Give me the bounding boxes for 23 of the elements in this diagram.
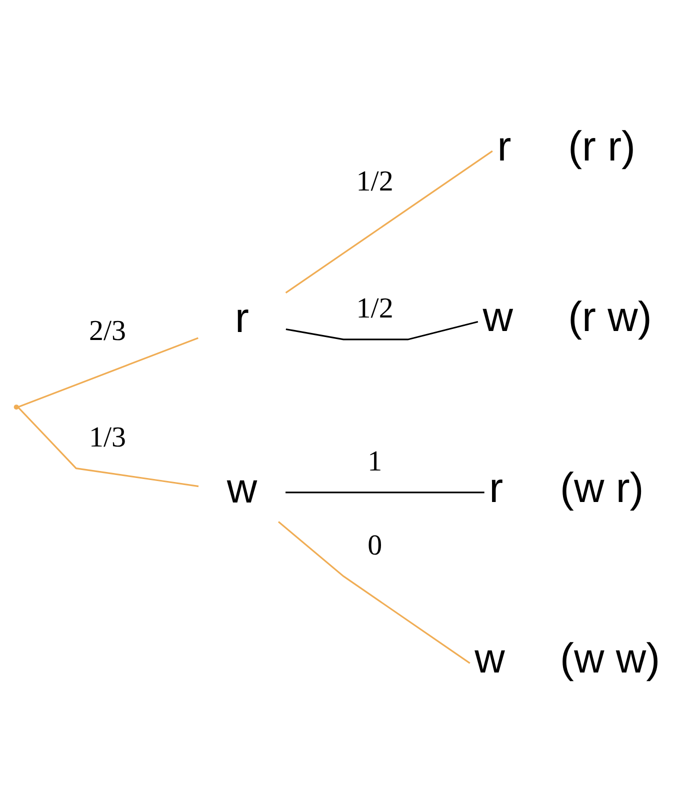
connector bbox=[18, 336, 198, 408]
edge-label: 1/2 bbox=[356, 292, 394, 324]
node-text: w bbox=[474, 634, 505, 682]
node-point bbox=[14, 404, 19, 410]
edge-label: 2/3 bbox=[88, 314, 126, 347]
connector bbox=[278, 520, 470, 664]
node-text: r bbox=[234, 293, 249, 340]
edge-label: 0 bbox=[368, 528, 382, 561]
node-text: w bbox=[482, 292, 513, 340]
connector bbox=[18, 406, 199, 487]
node-text: r bbox=[497, 122, 512, 169]
node-label: (r w) bbox=[568, 292, 652, 340]
connector bbox=[286, 320, 478, 340]
node-label: (w w) bbox=[560, 634, 660, 682]
node-text: w bbox=[226, 464, 258, 512]
edge-label: 1 bbox=[368, 445, 382, 478]
node-label: (r r) bbox=[568, 122, 636, 169]
edge-label: 1/2 bbox=[356, 164, 394, 197]
node-text: r bbox=[489, 463, 504, 510]
connector bbox=[286, 491, 484, 493]
connector bbox=[285, 150, 493, 293]
node-label: (w r) bbox=[560, 463, 644, 510]
edge-label: 1/3 bbox=[88, 420, 126, 453]
